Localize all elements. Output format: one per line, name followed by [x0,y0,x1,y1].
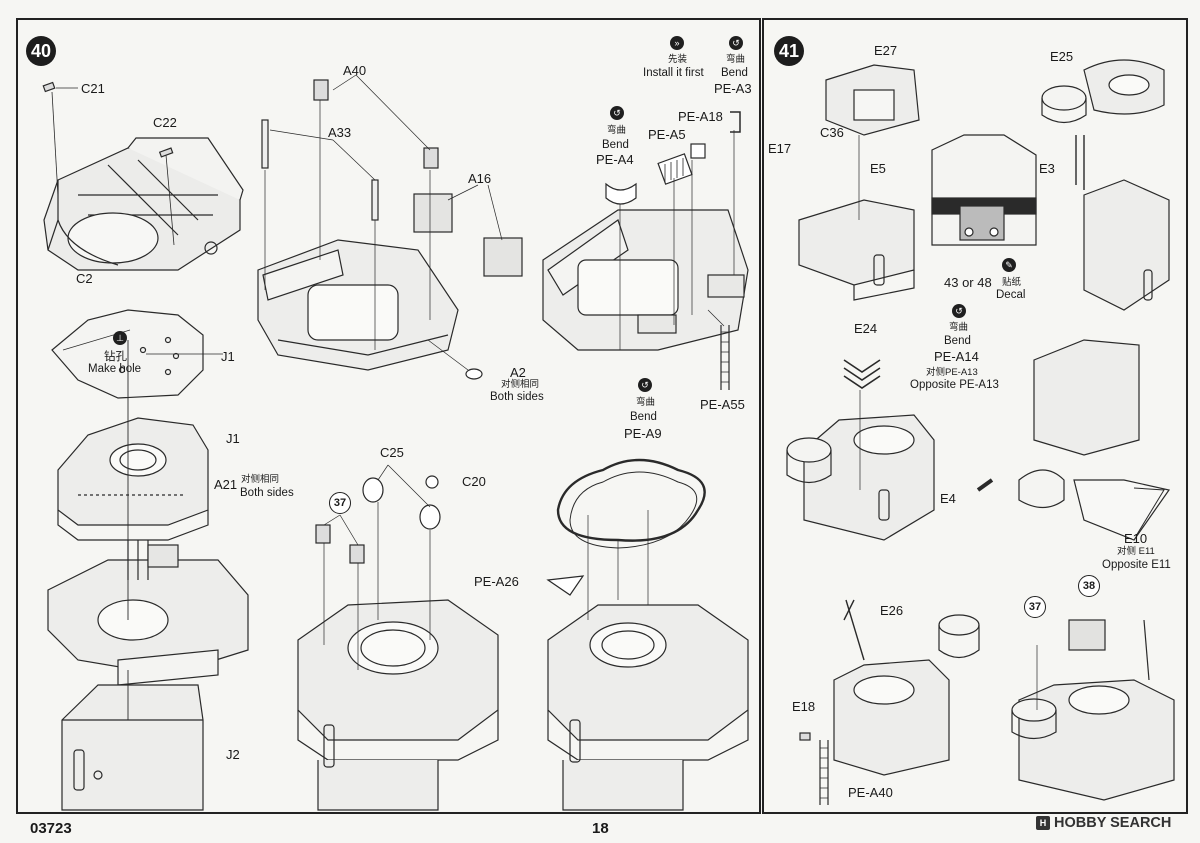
bend-a14-en: Bend [944,335,971,347]
hobby-search-logo-text: HOBBY SEARCH [1054,815,1172,831]
label-a33: A33 [328,125,352,140]
label-e4: E4 [940,491,956,506]
bend-a3-en: Bend [721,67,748,79]
part-j1-top-drawing [51,309,223,399]
decal-brush-icon: ✎ [1002,258,1016,272]
part-c2-drawing [43,137,244,271]
label-pe-a5: PE-A5 [648,127,686,142]
middle-deck-drawing [47,540,249,686]
bend-a3-icon: ↺ [729,36,743,50]
both-sides-a2-en: Both sides [490,391,544,403]
label-c21: C21 [81,81,105,96]
both-sides-a21-zh: 对侧相同 [241,474,280,485]
label-pe-a4: PE-A4 [596,152,634,167]
drill-icon: ⊥ [113,331,127,345]
opposite-a13-zh: 对侧PE-A13 [926,367,978,378]
pe-a55-ladder-drawing [707,309,730,390]
label-e25: E25 [1050,49,1074,64]
label-pe-a18: PE-A18 [678,109,723,124]
label-e27: E27 [874,43,898,58]
bend-a14-icon: ↺ [952,304,966,318]
bend-a4-zh: 弯曲 [607,125,627,136]
label-pe-a40: PE-A40 [848,785,893,800]
make-hole-zh: 钻孔 [104,351,127,363]
hobby-search-logo-icon: H [1036,816,1050,830]
label-e26: E26 [880,603,904,618]
decal-en: Decal [996,289,1026,301]
label-e17: E17 [768,141,792,156]
label-e10: E10 [1124,531,1148,546]
step-41-panel: 41 E27 E25 E17 C36 E5 E3 E24 43 or 48 贴纸… [762,18,1188,814]
label-pe-a14: PE-A14 [934,349,979,364]
page-number: 18 [592,820,609,837]
bend-a4-en: Bend [602,139,629,151]
label-e3: E3 [1039,161,1055,176]
bend-a9-icon: ↺ [638,378,652,392]
label-e5: E5 [870,161,886,176]
kit-code: 03723 [30,820,72,837]
label-e18: E18 [792,699,816,714]
bend-a9-en: Bend [630,411,657,423]
opposite-e11-zh: 对侧 E11 [1117,546,1155,557]
hobby-search-logo: H HOBBY SEARCH [1036,815,1171,831]
decal-number: 43 or 48 [944,275,992,290]
tower-pe-a9-drawing [546,458,749,811]
install-first-icon: » [670,36,684,50]
label-a16: A16 [468,171,492,186]
opposite-a13-en: Opposite PE-A13 [910,379,999,391]
label-j1: J1 [226,431,240,446]
opposite-e11-en: Opposite E11 [1102,559,1171,571]
step-41-sub-ref-38: 38 [1078,575,1100,597]
label-c25: C25 [380,445,404,460]
decal-card-drawing [931,134,1037,246]
label-c20: C20 [462,474,486,489]
label-a21: A21 [214,477,238,492]
tower-c25-drawing [297,599,499,811]
label-e24: E24 [854,321,878,336]
bend-a4-icon: ↺ [610,106,624,120]
step-40-number: 40 [26,36,56,66]
both-sides-a2-zh: 对侧相同 [501,379,540,390]
label-c22: C22 [153,115,177,130]
install-first-zh: 先装 [668,54,688,65]
part-j1-lower-drawing [57,417,209,541]
base-deck-a16-drawing [257,193,523,371]
label-pe-a55: PE-A55 [700,397,745,412]
step-40-panel: 40 C21 C22 C2 ⊥ 钻孔 Make hole J1 J1 A21 对… [16,18,761,814]
decal-zh: 贴纸 [1002,277,1022,288]
label-a40: A40 [343,63,367,78]
label-pe-a3: PE-A3 [714,81,752,96]
step-41-sub-ref-37: 37 [1024,596,1046,618]
bend-a14-zh: 弯曲 [949,322,969,333]
pe-deck-drawing [542,209,749,351]
both-sides-a21-en: Both sides [240,487,294,499]
label-pe-a26: PE-A26 [474,574,519,589]
install-first-en: Install it first [643,67,704,79]
part-j2-drawing [61,684,204,811]
step-41-drawings [786,59,1175,805]
label-c2: C2 [76,271,93,286]
label-a2: A2 [510,365,526,380]
label-j1-top: J1 [221,349,235,364]
bend-a9-zh: 弯曲 [636,397,656,408]
label-pe-a9: PE-A9 [624,426,662,441]
bend-a3-zh: 弯曲 [726,54,746,65]
step-40-sub-ref-37: 37 [329,492,351,514]
step-41-number: 41 [774,36,804,66]
label-c36: C36 [820,125,844,140]
step-40-drawings [42,74,749,811]
make-hole-en: Make hole [88,363,142,375]
label-j2: J2 [226,747,240,762]
